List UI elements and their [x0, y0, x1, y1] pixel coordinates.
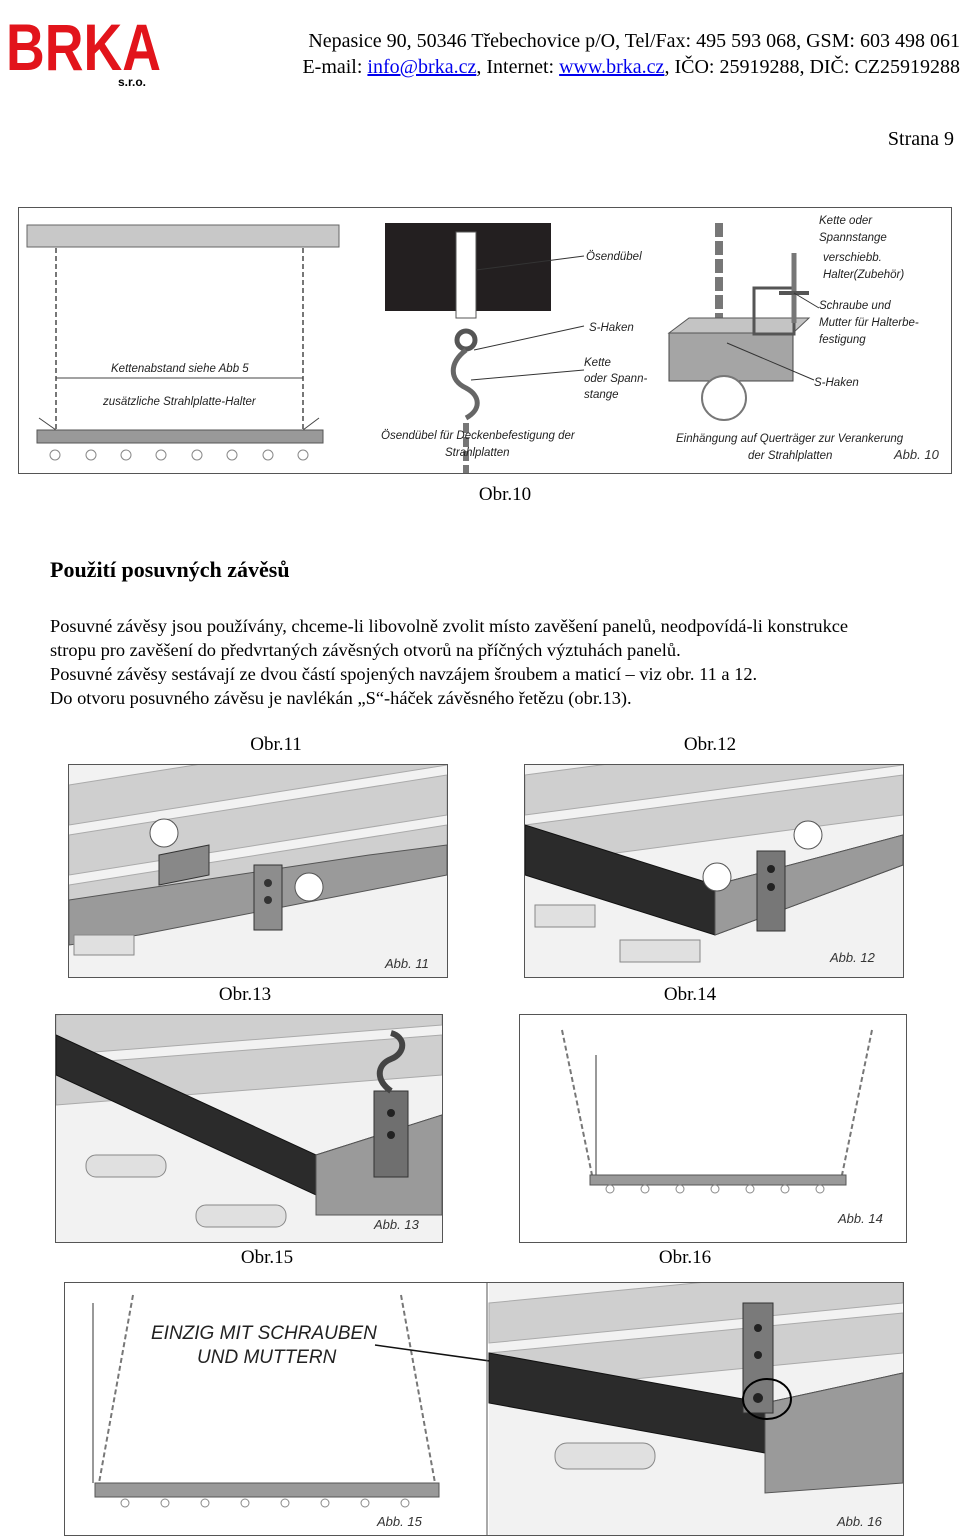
svg-text:Abb. 16: Abb. 16 — [836, 1514, 883, 1529]
header-contacts: E-mail: info@brka.cz, Internet: www.brka… — [302, 56, 960, 78]
paragraph-line: stropu pro zavěšení do předvrtaných závě… — [50, 640, 681, 660]
figure-12: Abb. 12 — [524, 764, 904, 978]
figure-10: Kettenabstand siehe Abb 5 zusätzliche St… — [18, 207, 952, 474]
svg-text:Schraube und: Schraube und — [819, 300, 891, 312]
svg-text:Abb. 14: Abb. 14 — [837, 1211, 883, 1226]
paragraph-line: Do otvoru posuvného závěsu je navlékán „… — [50, 688, 632, 708]
svg-text:EINZIG MIT SCHRAUBEN: EINZIG MIT SCHRAUBEN — [151, 1323, 377, 1344]
section-title: Použití posuvných závěsů — [50, 557, 290, 582]
paragraph-line: Posuvné závěsy sestávají ze dvou částí s… — [50, 664, 758, 684]
svg-text:Kette: Kette — [584, 357, 611, 369]
brka-logo: BRKA s.r.o. — [6, 10, 161, 88]
figure-15-caption: Obr.15 — [240, 1247, 294, 1268]
figure-14: Abb. 14 — [519, 1014, 907, 1243]
svg-text:s.r.o.: s.r.o. — [118, 75, 146, 88]
svg-text:Abb. 13: Abb. 13 — [373, 1217, 420, 1232]
figure-12-caption: Obr.12 — [683, 734, 737, 755]
svg-text:zusätzliche Strahlplatte-Halte: zusätzliche Strahlplatte-Halter — [102, 396, 257, 408]
section-paragraph: Posuvné závěsy jsou používány, chceme-li… — [50, 614, 960, 710]
svg-text:Halter(Zubehör): Halter(Zubehör) — [823, 269, 904, 281]
svg-text:Strahlplatten: Strahlplatten — [445, 447, 510, 459]
svg-text:Abb. 15: Abb. 15 — [376, 1514, 423, 1529]
svg-text:der Strahlplatten: der Strahlplatten — [748, 450, 832, 462]
svg-text:Kettenabstand siehe Abb 5: Kettenabstand siehe Abb 5 — [111, 363, 249, 375]
svg-text:UND MUTTERN: UND MUTTERN — [197, 1347, 337, 1368]
svg-text:festigung: festigung — [819, 334, 866, 346]
svg-text:stange: stange — [584, 389, 619, 401]
svg-text:S-Haken: S-Haken — [589, 322, 634, 334]
figure-13: Abb. 13 — [55, 1014, 443, 1243]
svg-text:Kette oder: Kette oder — [819, 215, 873, 227]
email-link[interactable]: info@brka.cz — [367, 56, 477, 78]
figure-11-caption: Obr.11 — [250, 734, 302, 755]
svg-text:Abb. 10: Abb. 10 — [893, 447, 940, 462]
svg-text:S-Haken: S-Haken — [814, 377, 859, 389]
paragraph-line: Posuvné závěsy jsou používány, chceme-li… — [50, 616, 849, 636]
svg-text:Abb. 12: Abb. 12 — [829, 950, 876, 965]
figure-15-16: EINZIG MIT SCHRAUBEN UND MUTTERN Abb. 15… — [64, 1282, 904, 1536]
svg-text:verschiebb.: verschiebb. — [823, 252, 882, 264]
header-address: Nepasice 90, 50346 Třebechovice p/O, Tel… — [308, 30, 960, 52]
svg-text:oder Spann-: oder Spann- — [584, 373, 647, 385]
svg-text:Ösendübel für Deckenbefestigun: Ösendübel für Deckenbefestigung der — [381, 430, 576, 442]
page-number: Strana 9 — [887, 128, 954, 150]
svg-text:Spannstange: Spannstange — [819, 232, 887, 244]
svg-text:BRKA: BRKA — [6, 10, 161, 84]
svg-text:Mutter für Halterbe-: Mutter für Halterbe- — [819, 317, 919, 329]
svg-text:Ösendübel: Ösendübel — [586, 251, 642, 263]
figure-13-caption: Obr.13 — [218, 984, 272, 1005]
web-link[interactable]: www.brka.cz — [559, 56, 665, 78]
svg-text:Einhängung auf Querträger zur: Einhängung auf Querträger zur Verankerun… — [676, 433, 904, 445]
figure-11: Abb. 11 — [68, 764, 448, 978]
figure-10-caption: Obr.10 — [478, 484, 532, 505]
figure-16-caption: Obr.16 — [658, 1247, 712, 1268]
svg-text:Abb. 11: Abb. 11 — [384, 956, 429, 971]
figure-14-caption: Obr.14 — [663, 984, 717, 1005]
